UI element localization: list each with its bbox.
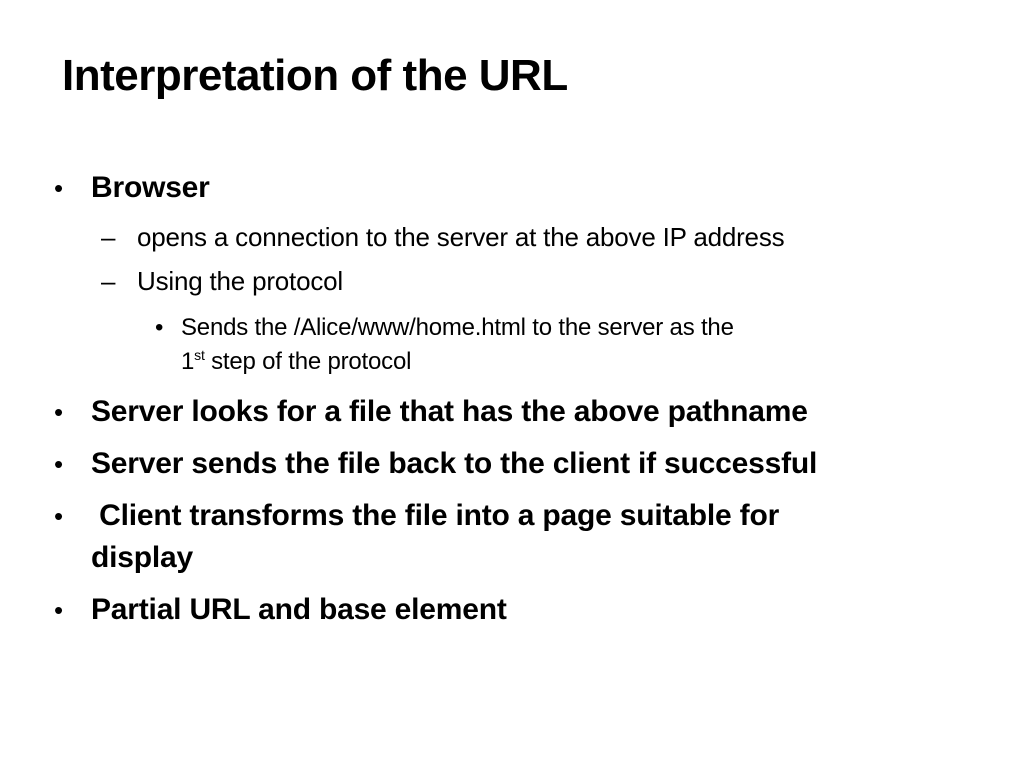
dash-icon: – (101, 222, 116, 252)
bullet-dot-icon: • (54, 397, 63, 427)
bullet-text: Browser (91, 171, 210, 204)
slide-title: Interpretation of the URL (62, 51, 568, 100)
bullet-dot-icon: • (54, 595, 63, 625)
sub-sub-bullet-line2: 1st step of the protocol (181, 346, 411, 380)
bullet-dot-icon: • (54, 449, 63, 479)
dash-icon: – (101, 266, 116, 296)
ordinal-number: 1 (181, 348, 195, 375)
bullet-browser: • Browser (54, 168, 210, 208)
bullet-line2: display (91, 541, 193, 574)
sub-bullet-opens-connection: – opens a connection to the server at th… (101, 221, 785, 253)
bullet-text: Server sends the file back to the client… (91, 447, 818, 480)
sub-bullet-text: opens a connection to the server at the … (137, 222, 785, 252)
bullet-dot-icon: • (54, 173, 63, 203)
bullet-server-looks: • Server looks for a file that has the a… (54, 392, 808, 432)
bullet-text: Partial URL and base element (91, 593, 507, 626)
bullet-line1: Client transforms the file into a page s… (91, 499, 780, 532)
sub-sub-bullet-line1: Sends the /Alice/www/home.html to the se… (181, 314, 734, 341)
bullet-dot-icon: • (155, 314, 164, 341)
bullet-partial-url: • Partial URL and base element (54, 590, 507, 630)
bullet-server-sends: • Server sends the file back to the clie… (54, 444, 818, 484)
bullet-dot-icon: • (54, 501, 63, 531)
sub-bullet-using-protocol: – Using the protocol (101, 265, 343, 297)
sub-sub-bullet-line2-rest: step of the protocol (204, 348, 412, 375)
sub-bullet-text: Using the protocol (137, 266, 343, 296)
bullet-text: Server looks for a file that has the abo… (91, 395, 808, 428)
ordinal-suffix: st (194, 347, 205, 363)
